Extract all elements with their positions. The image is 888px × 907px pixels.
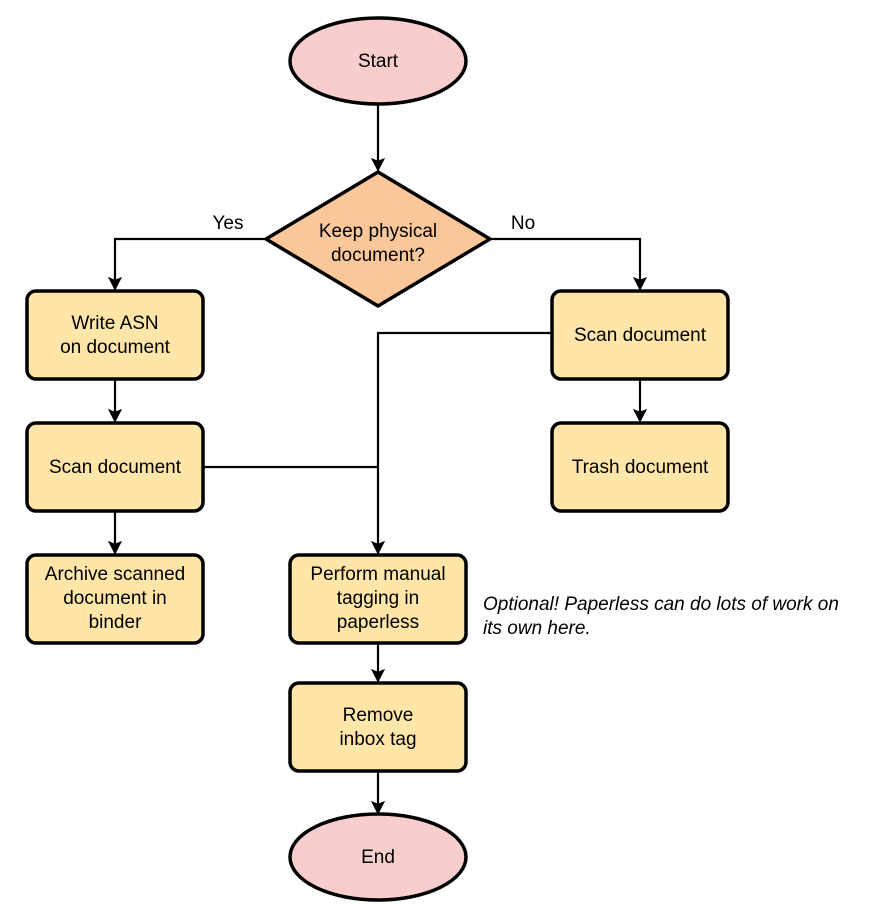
node-remove-inbox-tag[interactable]: Remove inbox tag [288, 681, 468, 773]
node-trash-document[interactable]: Trash document [550, 421, 730, 513]
decision-diamond-shape [264, 170, 492, 308]
node-scan-document-left[interactable]: Scan document [25, 421, 205, 513]
scan-document-right-label: Scan document [574, 325, 707, 346]
trash-document-box-shape [550, 421, 730, 513]
start-label: Start [358, 51, 399, 72]
archive-box-shape [25, 553, 205, 645]
decision-label-line2: document? [331, 245, 425, 266]
node-start[interactable]: Start [288, 16, 468, 106]
edge-label-yes: Yes [213, 213, 244, 234]
node-end[interactable]: End [288, 812, 468, 902]
archive-label-line1: Archive scanned [45, 564, 185, 585]
node-perform-manual-tagging[interactable]: Perform manual tagging in paperless [288, 553, 468, 645]
decision-label-line1: Keep physical [319, 221, 437, 242]
edge-decision-no-to-scan-right [488, 237, 648, 291]
end-ellipse-shape [288, 812, 468, 902]
tagging-box-shape [288, 553, 468, 645]
remove-inbox-box-shape [288, 681, 468, 773]
write-asn-label-line2: on document [60, 337, 171, 358]
node-archive-scanned-document[interactable]: Archive scanned document in binder [25, 553, 205, 645]
archive-label-line2: document in [63, 588, 167, 609]
tagging-label-line3: paperless [337, 612, 419, 633]
remove-inbox-label-line1: Remove [343, 705, 414, 726]
node-write-asn-on-document[interactable]: Write ASN on document [25, 289, 205, 381]
remove-inbox-label-line2: inbox tag [339, 729, 416, 750]
tagging-label-line1: Perform manual [310, 564, 445, 585]
start-ellipse-shape [288, 16, 468, 106]
annotation-line2: its own here. [483, 618, 591, 639]
edge-label-no: No [511, 213, 535, 234]
edge-scan-right-to-tagging [370, 331, 552, 555]
write-asn-box-shape [25, 289, 205, 381]
node-decision-keep-physical-document[interactable]: Keep physical document? [264, 170, 492, 308]
write-asn-label-line1: Write ASN [71, 313, 158, 334]
scan-document-left-box-shape [25, 421, 205, 513]
scan-document-left-label: Scan document [49, 457, 182, 478]
node-scan-document-right[interactable]: Scan document [550, 289, 730, 381]
archive-label-line3: binder [89, 612, 142, 633]
edge-decision-yes-to-write-asn [107, 237, 268, 291]
annotation-line1: Optional! Paperless can do lots of work … [483, 594, 839, 615]
annotation-optional-note: Optional! Paperless can do lots of work … [483, 594, 839, 639]
trash-document-label: Trash document [572, 457, 709, 478]
end-label: End [361, 847, 395, 868]
scan-document-right-box-shape [550, 289, 730, 381]
tagging-label-line2: tagging in [337, 588, 419, 609]
